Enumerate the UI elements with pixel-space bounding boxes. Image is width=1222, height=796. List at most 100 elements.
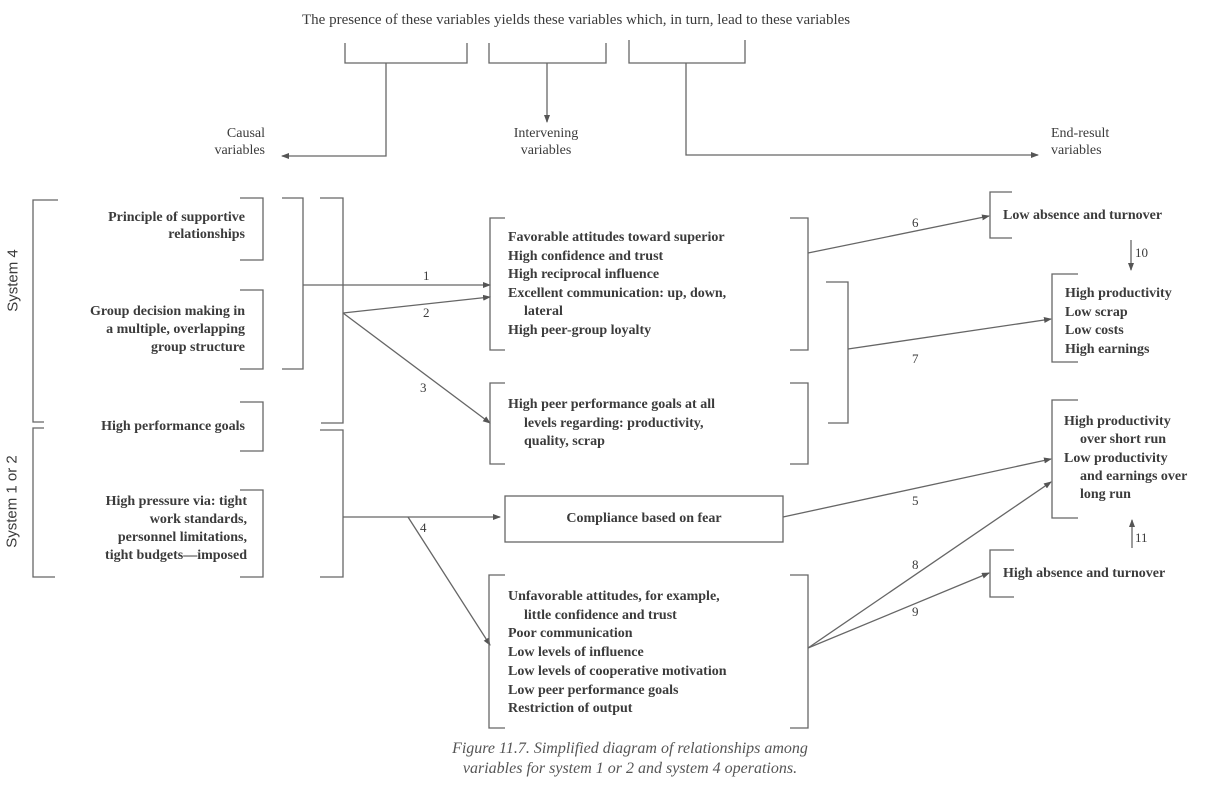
compliance-box <box>504 495 784 543</box>
end-low-absence: Low absence and turnover <box>1003 208 1163 223</box>
arrow-label-8: 8 <box>912 557 919 572</box>
intervening-label-line2: variables <box>520 143 572 158</box>
arrow-6 <box>807 214 990 254</box>
bracket-unfavorable-left <box>488 574 505 729</box>
unfavorable-item: Unfavorable attitudes, for example, <box>508 589 720 604</box>
header-sentence: The presence of these variables yields t… <box>302 12 851 28</box>
supportive-line: Principle of supportive <box>108 210 245 225</box>
bracket-supportive <box>240 197 264 261</box>
bracket-peer-right <box>790 382 809 465</box>
short-run-item: High productivity <box>1064 414 1171 429</box>
top-bracket-end <box>628 40 746 64</box>
bracket-peer-left <box>489 382 505 465</box>
arrow-5 <box>782 457 1052 518</box>
arrow-label-11: 11 <box>1135 530 1148 545</box>
arrow-label-4: 4 <box>420 520 427 535</box>
arrow-label-9: 9 <box>912 604 919 619</box>
bracket-system4-all <box>320 197 344 424</box>
intervening-compliance: Compliance based on fear <box>566 511 722 526</box>
caption-line2: variables for system 1 or 2 and system 4… <box>462 760 798 777</box>
system4-label: System 4 <box>4 249 22 312</box>
top-bracket-intervening <box>488 43 607 64</box>
system12-label: System 1 or 2 <box>3 455 21 548</box>
favorable-item: Favorable attitudes toward superior <box>508 230 725 245</box>
group-decision-line: a multiple, overlapping <box>106 322 245 337</box>
group-decision-line: group structure <box>151 340 245 355</box>
arrow-7 <box>847 317 1052 350</box>
caption-line1: Figure 11.7. Simplified diagram of relat… <box>452 740 808 757</box>
unfavorable-item: Restriction of output <box>508 701 633 717</box>
arrow-label-6: 6 <box>912 215 919 230</box>
high-productivity-item: High earnings <box>1065 341 1150 357</box>
arrow-label-5: 5 <box>912 493 919 508</box>
arrow-3 <box>342 312 491 424</box>
unfavorable-item: little confidence and trust <box>524 607 677 623</box>
causal-supportive-relationships: Principle of supportive relationships <box>40 209 245 243</box>
favorable-item: Excellent communication: up, down, <box>508 285 727 301</box>
figure-caption: Figure 11.7. Simplified diagram of relat… <box>300 739 960 779</box>
end-high-absence: High absence and turnover <box>1003 566 1166 581</box>
arrow-8 <box>807 481 1052 649</box>
favorable-item: lateral <box>524 304 563 319</box>
bracket-pressure <box>240 489 264 578</box>
favorable-item: High confidence and trust <box>508 248 664 264</box>
high-pressure-line: personnel limitations, <box>117 530 247 545</box>
unfavorable-item: Low levels of cooperative motivation <box>508 663 727 679</box>
short-run-item: Low productivity <box>1064 450 1168 466</box>
arrow-9 <box>807 572 990 649</box>
bracket-group-decision <box>240 289 264 370</box>
unfavorable-item: Low levels of influence <box>508 645 644 661</box>
peer-goals-item: quality, scrap <box>524 434 605 449</box>
causal-high-pressure: High pressure via: tight work standards,… <box>40 493 247 565</box>
bracket-7 <box>826 281 849 424</box>
system12-bracket <box>32 427 55 578</box>
bracket-system12-all <box>320 429 344 578</box>
arrow-label-1: 1 <box>423 268 430 283</box>
unfavorable-item: Poor communication <box>508 626 633 642</box>
intervening-peer-goals: High peer performance goals at all levels… <box>508 396 715 452</box>
arrow-label-7: 7 <box>912 351 919 366</box>
short-run-item: long run <box>1080 487 1131 503</box>
intervening-unfavorable: Unfavorable attitudes, for example, littl… <box>508 588 727 719</box>
bracket-favorable-left <box>489 217 505 351</box>
bracket-high-absence <box>989 549 1014 598</box>
favorable-item: High reciprocal influence <box>508 267 660 282</box>
intervening-label-line1: Intervening <box>513 126 579 141</box>
high-pressure-line: work standards, <box>149 512 247 527</box>
bracket-favorable-right <box>790 217 809 351</box>
arrow-4 <box>407 516 491 646</box>
arrow-label-10: 10 <box>1135 245 1148 260</box>
causal-group-decision: Group decision making in a multiple, ove… <box>40 303 245 357</box>
peer-goals-item: levels regarding: productivity, <box>524 415 704 431</box>
arrow-to-end-result <box>685 63 1039 158</box>
bracket-performance <box>240 401 264 452</box>
top-bracket-causal <box>344 43 468 64</box>
end-result-variables-label: End-result variables <box>1051 125 1109 159</box>
high-productivity-item: High productivity <box>1065 286 1172 301</box>
short-run-item: and earnings over <box>1080 468 1188 484</box>
short-run-item: over short run <box>1080 432 1167 448</box>
high-pressure-line: tight budgets—imposed <box>105 548 247 563</box>
causal-label-line2: variables <box>214 143 265 158</box>
bracket-unfavorable-right <box>790 574 809 729</box>
causal-performance-goals: High performance goals <box>101 419 245 434</box>
group-decision-line: Group decision making in <box>90 304 245 319</box>
peer-goals-item: High peer performance goals at all <box>508 397 715 412</box>
arrow-label-2: 2 <box>423 305 430 320</box>
arrow-2 <box>342 294 491 314</box>
high-productivity-item: Low costs <box>1065 323 1124 338</box>
high-productivity-item: Low scrap <box>1065 304 1128 320</box>
intervening-variables-label: Intervening variables <box>500 125 592 159</box>
causal-variables-label: Causal variables <box>190 125 265 159</box>
end-result-label-line1: End-result <box>1051 126 1110 141</box>
supportive-line: relationships <box>168 227 245 242</box>
arrow-label-3: 3 <box>420 380 427 395</box>
bracket-high-productivity <box>1051 273 1078 363</box>
causal-label-line1: Causal <box>226 126 265 141</box>
end-result-label-line2: variables <box>1051 143 1102 158</box>
high-pressure-line: High pressure via: tight <box>105 494 247 509</box>
